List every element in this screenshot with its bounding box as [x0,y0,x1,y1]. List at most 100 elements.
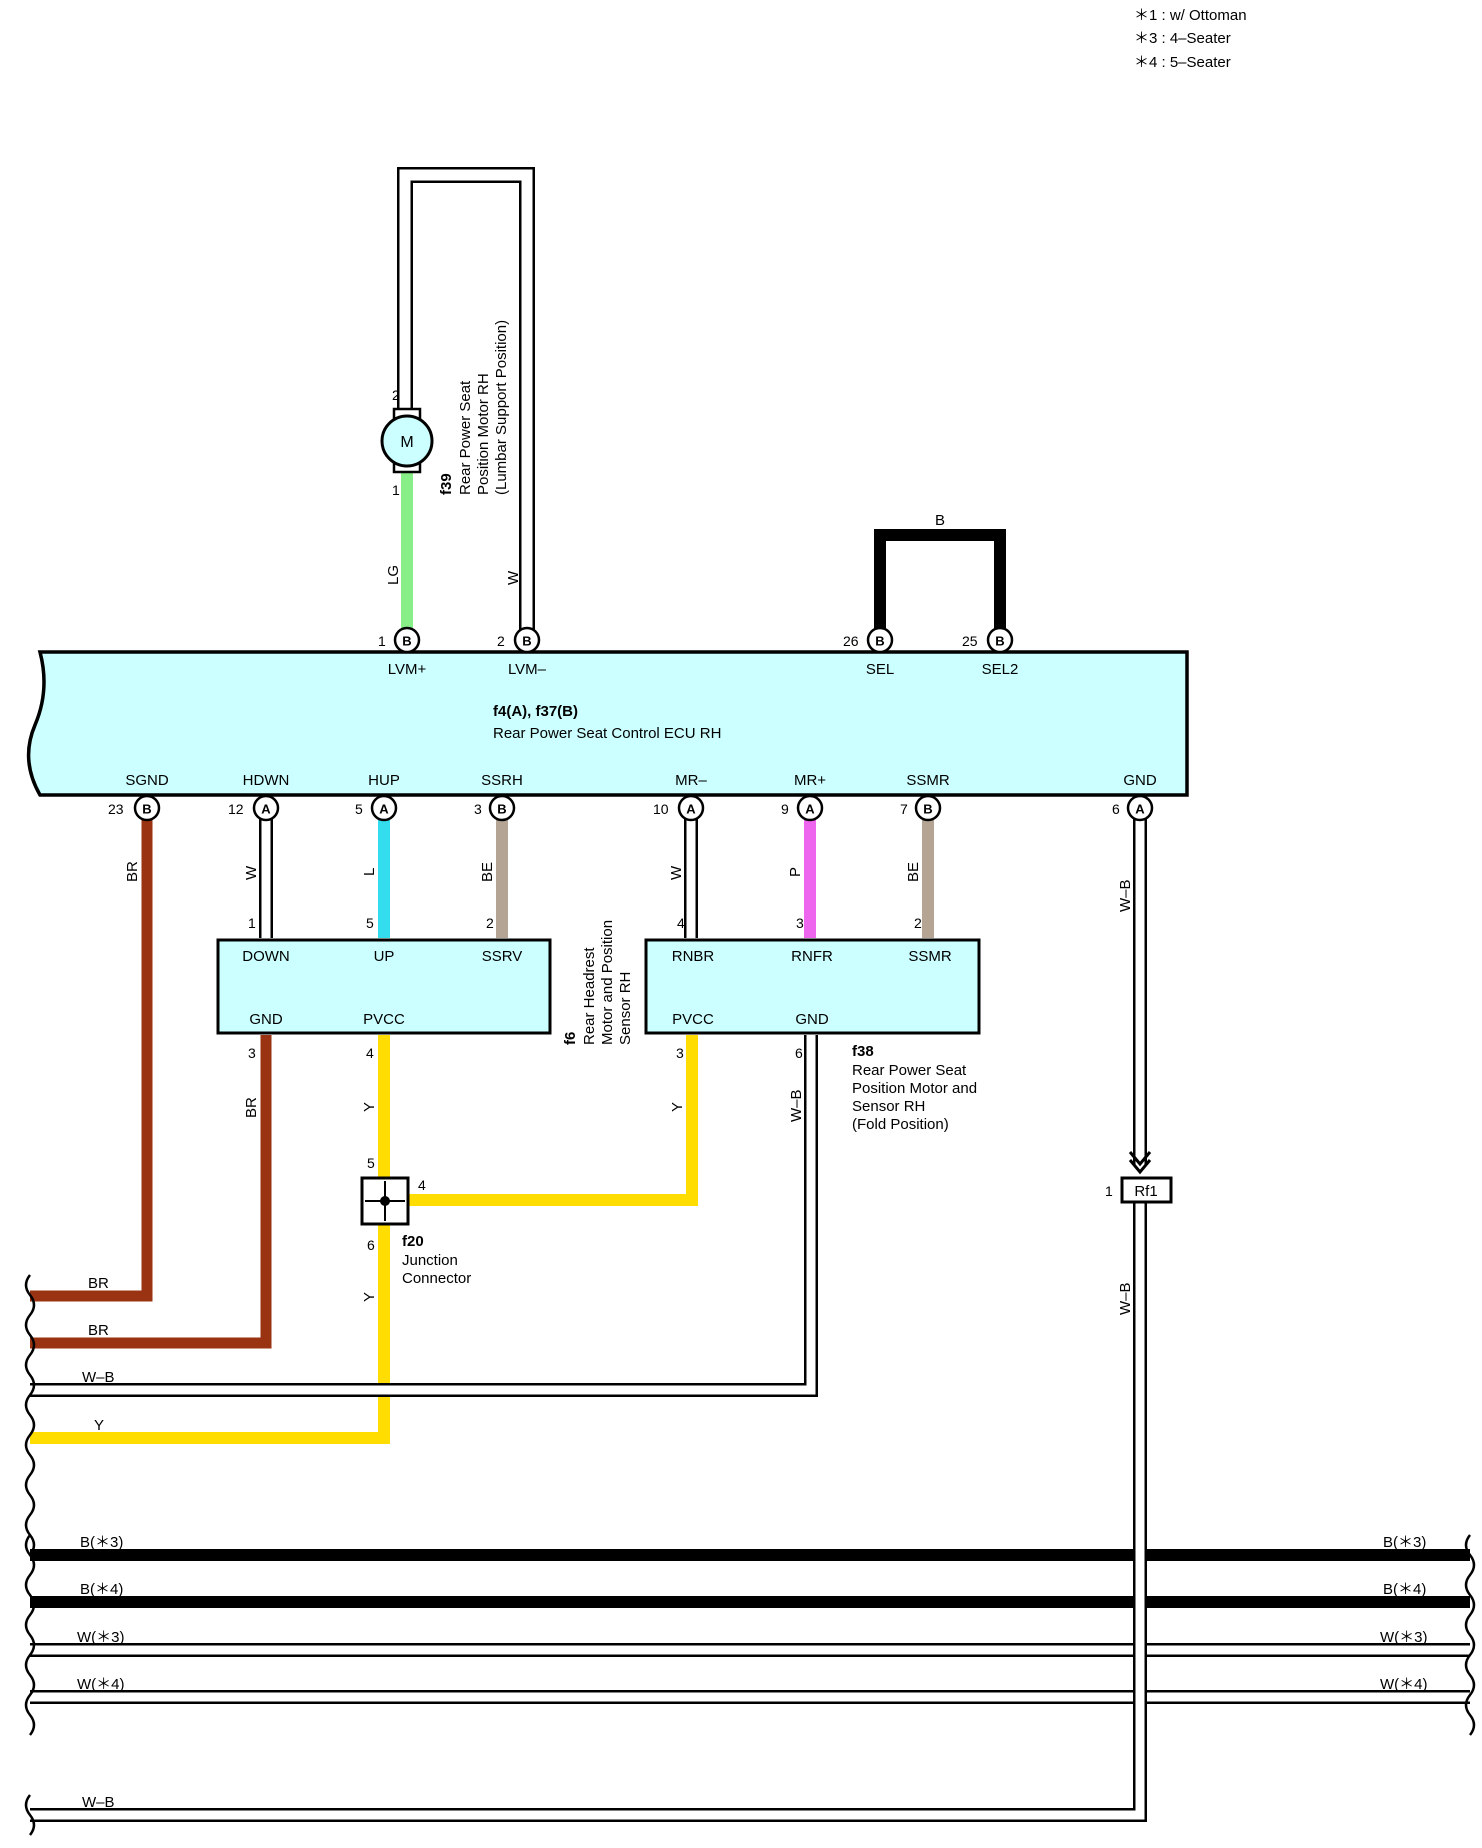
break-markers [24,1274,1476,1836]
fold-pin-ssmr-num: 2 [914,915,922,931]
connector-letter: A [379,802,389,817]
bottom-right-label-1: B(＊3) [1383,1534,1426,1551]
connector-letter: A [686,802,696,817]
lumbar-motor: M 2 1 f39 Rear Power Seat Position Motor… [380,320,510,498]
headrest-name-3: Sensor RH [617,972,634,1045]
pin-number: 1 [378,633,386,649]
label-wb-rf1: W–B [1117,1282,1134,1315]
headrest-pin-up-num: 5 [366,915,374,931]
pin-number: 25 [962,633,978,649]
pin-number: 7 [900,801,908,817]
pin-name: SEL [866,661,894,678]
ecu-bottom-pin-sgnd: B 23 SGND [108,772,169,822]
headrest-name-1: Rear Headrest [581,947,598,1045]
pin-number: 26 [843,633,859,649]
motor-name-3: (Lumbar Support Position) [493,320,510,495]
wire-br-gnd [30,1035,272,1349]
ecu-bottom-pin-mr-plus: A 9 MR+ [781,772,826,822]
pin-number: 5 [355,801,363,817]
fold-name-2: Position Motor and [852,1080,977,1097]
pin-name: SSRH [481,772,523,789]
fold-pin-pvcc-num: 3 [676,1045,684,1061]
motor-icon [380,414,434,468]
pin-name: SGND [125,772,169,789]
connector-letter: B [402,634,411,649]
motor-symbol: M [400,434,413,451]
ecu-top-pin-lvm-plus: B 1 LVM+ [378,626,426,678]
note-3: ＊3 : 4–Seater [1134,30,1231,47]
bottom-right-label-3: W(＊3) [1380,1629,1428,1646]
wire-br-sgnd [30,818,153,1302]
label-p-mr: P [787,867,804,877]
wire-labels: LG W B BR W L BE W P BE W–B BR Y Y W–B Y… [124,512,1134,1315]
fold-pin-gnd-num: 6 [795,1045,803,1061]
label-y-junction: Y [361,1292,378,1302]
pin-number: 6 [1112,801,1120,817]
headrest-pin-ssrv: SSRV [482,948,523,965]
connector-letter: B [875,634,884,649]
label-b-sel: B [935,512,945,529]
junction-connector: 5 4 6 f20 Junction Connector [360,1155,471,1287]
headrest-pin-down-num: 1 [248,915,256,931]
break-left-lower [24,1534,36,1736]
final-bus-label: W–B [82,1794,115,1811]
junction-name-2: Connector [402,1270,471,1287]
label-w-lvm: W [505,570,522,585]
ecu-bottom-pin-gnd: A 6 GND [1112,772,1157,822]
headrest-pin-down: DOWN [242,948,290,965]
ecu-bottom-pin-hdwn: A 12 HDWN [228,772,289,822]
label-w-hdwn: W [243,865,260,880]
fold-code: f38 [852,1043,874,1060]
headrest-pin-gnd: GND [249,1011,283,1028]
label-lg: LG [385,565,402,585]
ecu-bottom-pin-hup: A 5 HUP [355,772,400,822]
motor-code: f39 [438,473,455,495]
fold-pin-pvcc: PVCC [672,1011,714,1028]
motor-pin-top: 2 [392,387,400,403]
label-wb-fold: W–B [788,1089,805,1122]
ecu-top-pin-sel: B 26 SEL [843,626,894,678]
motor-name-1: Rear Power Seat [457,380,474,495]
bottom-left-label-2: B(＊4) [80,1581,123,1598]
ecu-top-pin-lvm-minus: B 2 LVM– [497,626,547,678]
pin-name: HUP [368,772,400,789]
fold-pin-gnd: GND [795,1011,829,1028]
connector-letter: B [522,634,531,649]
bottom-left-label-4: W(＊4) [77,1676,125,1693]
wire-wb-rf1 [30,1198,1147,1822]
label-br-gnd: BR [243,1097,260,1118]
label-w-mr: W [668,865,685,880]
bottom-left-label-3: W(＊3) [77,1629,125,1646]
headrest-pin-pvcc: PVCC [363,1011,405,1028]
wire-y-pvcc2 [404,1035,698,1206]
left-bus-label-1: BR [88,1275,109,1292]
fold-motor: 4 3 2 RNBR RNFR SSMR PVCC GND 3 6 f38 Re… [644,915,981,1133]
connector-letter: B [497,802,506,817]
pin-name: SSMR [906,772,950,789]
connector-letter: A [1135,802,1145,817]
junction-pin-4: 4 [418,1177,426,1193]
headrest-motor: 1 5 2 DOWN UP SSRV GND PVCC 3 4 f6 Rear … [216,915,634,1061]
bottom-right-label-4: W(＊4) [1380,1676,1428,1693]
headrest-pin-gnd-num: 3 [248,1045,256,1061]
connector-letter: B [923,802,932,817]
label-br-sgnd: BR [124,861,141,882]
headrest-pin-up: UP [374,948,395,965]
rf1-icon [1120,1176,1173,1204]
left-bus-label-3: W–B [82,1369,115,1386]
headrest-pin-ssrv-num: 2 [486,915,494,931]
pin-number: 12 [228,801,244,817]
ecu-bottom-pin-ssmr: B 7 SSMR [900,772,950,822]
label-be-ssmr: BE [905,862,922,882]
headrest-box [216,938,552,1035]
motor-name-2: Position Motor RH [475,373,492,495]
ecu: f4(A), f37(B) Rear Power Seat Control EC… [26,626,1189,822]
fold-name-3: Sensor RH [852,1098,925,1115]
fold-pin-rnbr-num: 4 [677,915,685,931]
fold-pin-rnfr: RNFR [791,948,833,965]
rf1-pin: 1 [1105,1183,1113,1199]
connector-letter: B [995,634,1004,649]
left-bus-label-2: BR [88,1322,109,1339]
label-wb-gnd: W–B [1117,879,1134,912]
